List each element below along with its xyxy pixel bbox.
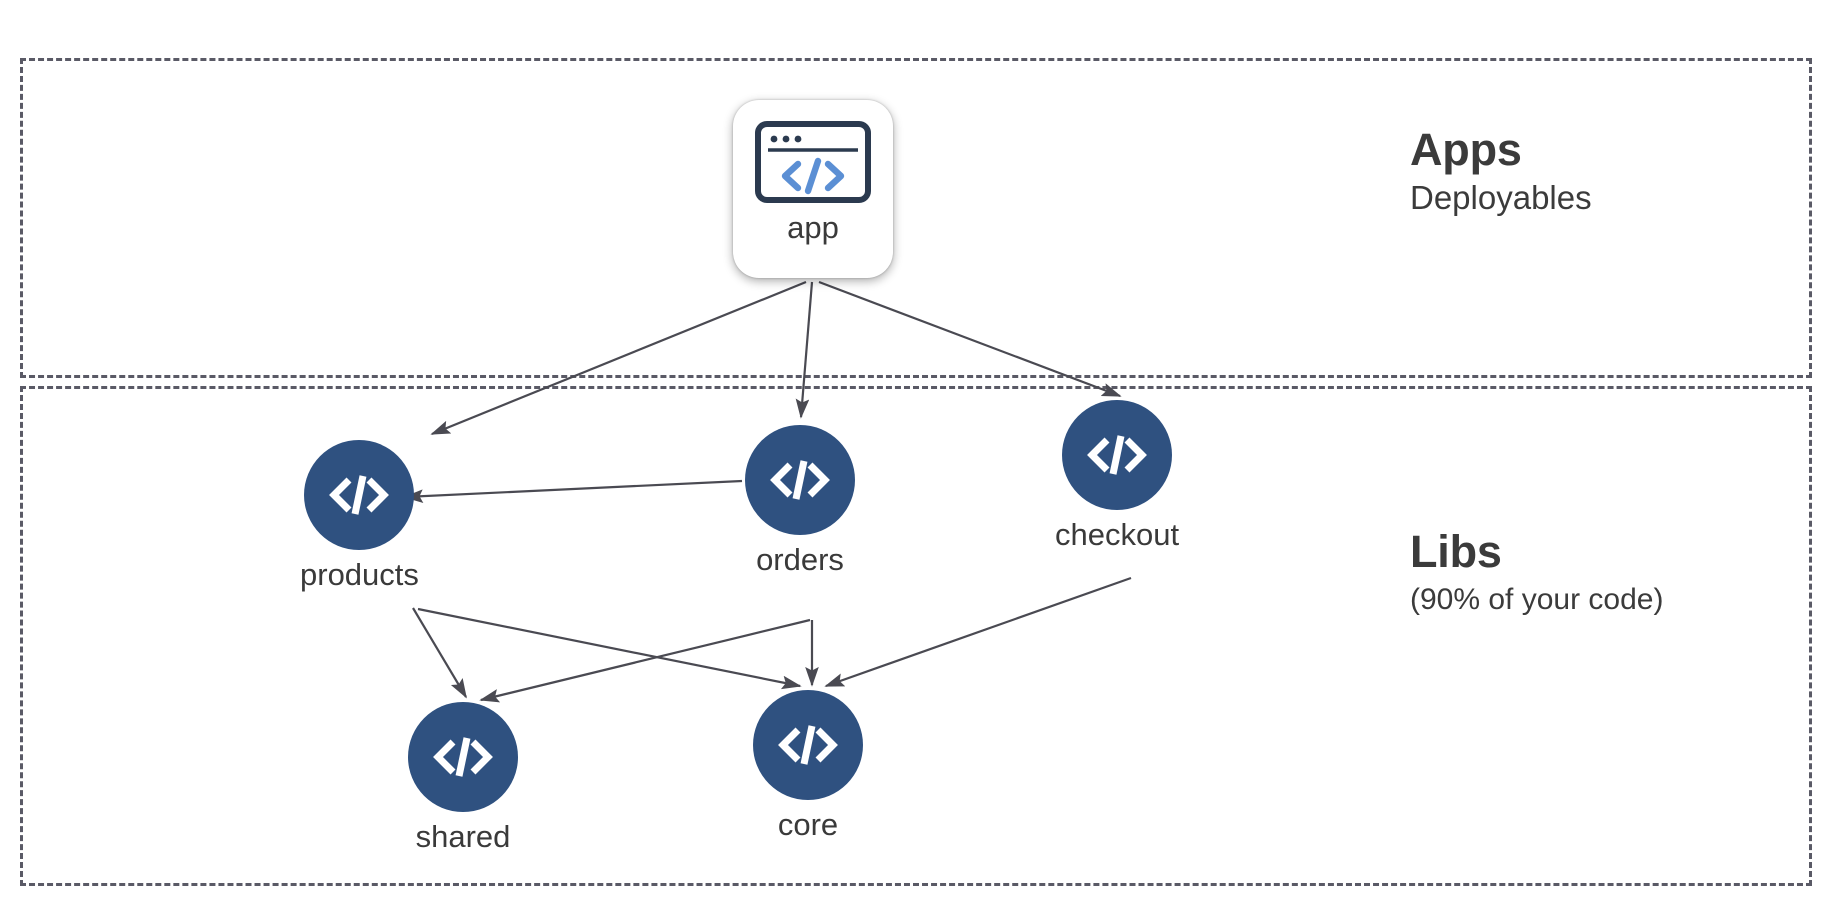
zone-apps-title: Apps [1410,124,1522,175]
zone-libs [20,386,1812,886]
zone-apps [20,58,1812,378]
zone-apps-subtitle: Deployables [1410,178,1592,216]
code-brackets-icon [770,460,830,500]
node-checkout[interactable]: checkout [1055,400,1179,550]
browser-code-icon [755,121,871,203]
node-orders-circle [745,425,855,535]
code-brackets-icon [433,737,493,777]
zone-legend-apps: Apps Deployables [1410,126,1592,217]
node-shared[interactable]: shared [408,702,518,852]
code-brackets-icon [778,725,838,765]
code-brackets-icon [1087,435,1147,475]
node-products[interactable]: products [300,440,419,590]
node-core-label: core [777,807,839,842]
node-orders-label: orders [756,542,844,577]
node-shared-circle [408,702,518,812]
node-products-label: products [300,557,419,592]
node-app[interactable]: app [733,100,893,278]
node-products-circle [304,440,415,550]
node-core[interactable]: core [753,690,863,840]
node-app-label: app [787,210,839,245]
node-shared-label: shared [415,819,511,854]
zone-legend-libs: Libs (90% of your code) [1410,528,1663,618]
zone-libs-title: Libs [1410,526,1502,577]
node-orders[interactable]: orders [745,425,855,575]
code-brackets-icon [329,475,390,515]
node-checkout-circle [1062,400,1173,510]
zone-libs-subtitle: (90% of your code) [1410,582,1664,616]
node-core-circle [753,690,863,800]
node-checkout-label: checkout [1055,517,1180,552]
